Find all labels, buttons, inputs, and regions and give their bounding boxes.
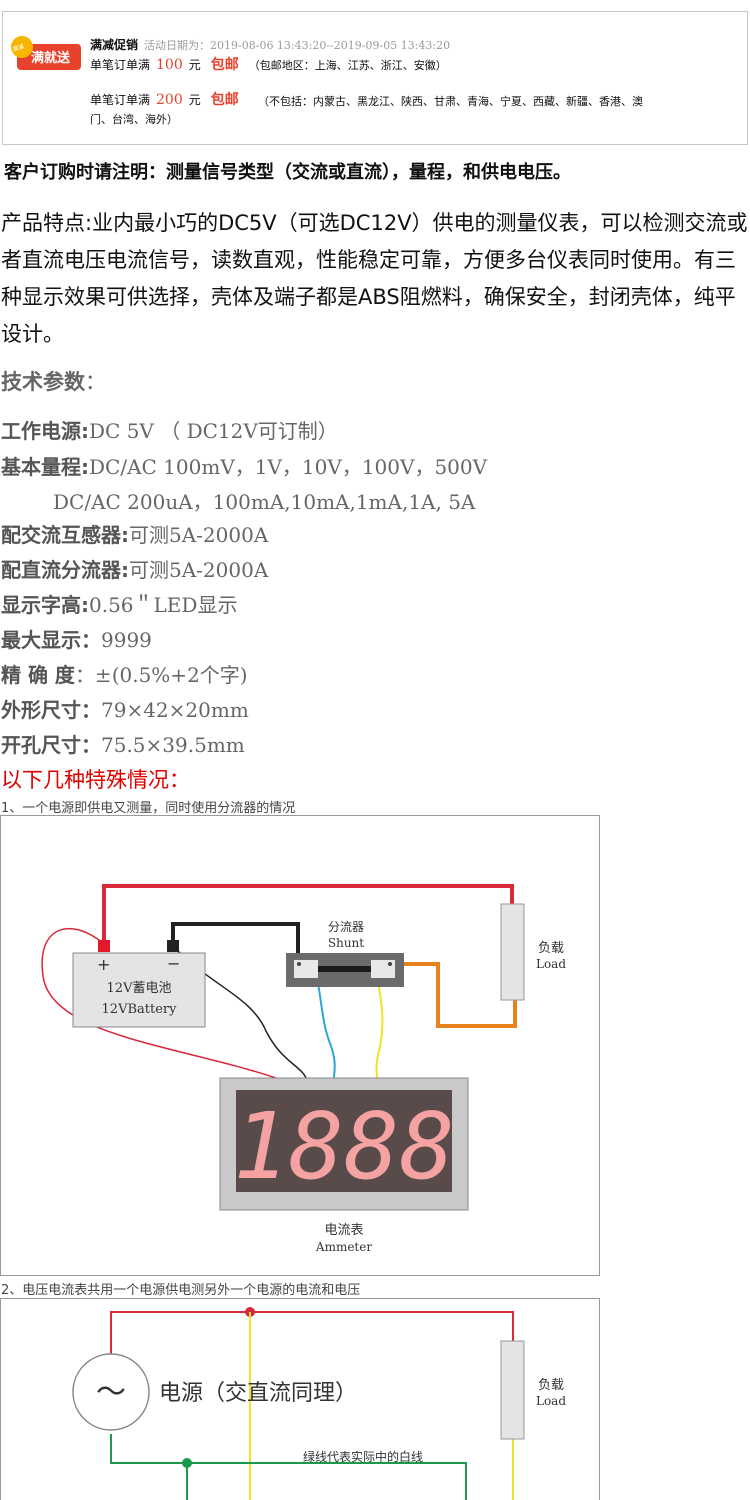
battery-body [72,952,206,1028]
load-label-cn: 负载 [538,1378,564,1393]
spec-key: 基本量程: [1,455,89,479]
spec-title-text: 技术参数 [1,370,85,394]
load-label-en: Load [536,957,566,971]
product-intro: 产品特点:业内最小巧的DC5V（可选DC12V）供电的测量仪表，可以检测交流或者… [1,211,748,346]
spec-row: 基本量程:DC/AC 100mV，1V，10V，100V，500V [1,451,487,480]
led-display: 1888 [233,1093,455,1200]
promo-row1-free-shipping: 包邮 [210,57,239,73]
spec-key: 最大显示： [1,628,101,652]
wiring-diagram-1: + − 12V蓄电池 12VBattery 分流器 Shunt 负载 Load … [41,884,566,1254]
power-source-label: 电源（交直流同理） [159,1381,357,1406]
spec-row: 显示字高:0.56＂LED显示 [1,589,237,618]
battery-label-cn: 12V蓄电池 [107,981,172,996]
spec-value: ：±(0.5%+2个字) [74,663,248,687]
load-block [500,1340,525,1440]
shunt-label-cn: 分流器 [328,920,364,934]
promo-row2-note: （不包括：内蒙古、黑龙江、陕西、甘肃、青海、宁夏、西藏、新疆、香港、澳 [258,95,643,108]
special-cases-title: 以下几种特殊情况： [1,768,190,792]
promo-row-2: 单笔订单满 200 元包邮 [90,89,249,109]
green-wire-note: 绿线代表实际中的白线 [303,1449,423,1464]
spec-key: 精 确 度 [1,663,75,687]
thin-red-wire [41,927,277,1079]
spec-value: DC/AC 100mV，1V，10V，100V，500V [89,455,488,479]
wiring-diagram-2: ～ 电源（交直流同理） 负载 Load 绿线代表实际中的白线 [72,1307,566,1500]
spec-value: 可测5A-2000A [129,523,269,547]
orange-wire [396,962,517,1028]
shunt-label-en: Shunt [328,936,364,950]
spec-value: 79×42×20mm [101,698,249,722]
promo-row2-free-shipping: 包邮 [210,92,239,108]
spec-row: 精 确 度：±(0.5%+2个字) [1,659,248,688]
spec-row: 最大显示：9999 [1,624,152,653]
load-label-cn: 负载 [538,941,564,956]
yellow-wire [374,967,384,1079]
battery-plus-sign: + [97,955,110,974]
promo-row2-unit: 元 [188,93,201,107]
load-block [500,903,525,1001]
promo-row2-note-cont: 门、台湾、海外） [90,113,178,126]
ammeter-label-cn: 电流表 [324,1223,363,1238]
ac-source-circle [72,1353,150,1431]
battery-label-en: 12VBattery [102,1002,178,1017]
promo-badge-text: 满就送 [31,51,71,66]
green-junction [182,1458,192,1468]
ac-wave-icon: ～ [96,1375,126,1410]
shunt-screw [388,962,392,966]
spec-key: 工作电源: [1,419,89,443]
spec-value: 75.5×39.5mm [101,733,245,757]
promo-row-1: 单笔订单满 100 元包邮 （包邮地区：上海、江苏、浙江、安徽） [90,54,447,74]
promo-row1-prefix: 单笔订单满 [90,58,151,72]
shunt-screw [297,962,301,966]
spec-key: 开孔尺寸： [1,733,101,757]
spec-value: 9999 [101,628,152,652]
order-notice: 客户订购时请注明：测量信号类型（交流或直流），量程，和供电电压。 [4,162,571,183]
diagram2-caption: 2、电压电流表共用一个电源供电测另外一个电源的电流和电压 [1,1283,361,1298]
spec-row: 外形尺寸：79×42×20mm [1,694,249,723]
spec-row: 配交流互感器:可测5A-2000A [1,519,268,548]
red-wire [102,884,514,944]
promo-row2-amount: 200 [156,92,183,108]
spec-row: 开孔尺寸：75.5×39.5mm [1,729,245,758]
green-wire [110,1434,467,1500]
promo-row2-prefix: 单笔订单满 [90,93,151,107]
promo-row1-unit: 元 [188,58,201,72]
promo-row1-note: （包邮地区：上海、江苏、浙江、安徽） [248,59,447,72]
spec-title: 技术参数： [1,366,106,396]
spec-key: 配直流分流器: [1,558,129,582]
promo-row1-amount: 100 [156,57,183,73]
promo-panel: 满就送 满减 满减促销活动日期为：2019-08-06 13:43:20--20… [2,11,748,145]
promo-title: 满减促销 [90,38,139,52]
promo-badge-icon: 满就送 满减 [7,32,81,74]
red-wire [110,1311,514,1354]
spec-row-indent: DC/AC 200uA，100mA,10mA,1mA,1A, 5A [53,490,476,514]
ammeter-screen [236,1090,452,1192]
spec-value: 0.56＂LED显示 [89,593,238,617]
spec-key: 配交流互感器: [1,523,129,547]
promo-date-range: 活动日期为：2019-08-06 13:43:20--2019-09-05 13… [144,39,451,52]
promo-title-line: 满减促销活动日期为：2019-08-06 13:43:20--2019-09-0… [90,36,450,53]
diagram-1-panel: + − 12V蓄电池 12VBattery 分流器 Shunt 负载 Load … [0,815,600,1276]
diagram1-caption: 1、一个电源即供电又测量，同时使用分流器的情况 [1,801,296,816]
spec-key: 外形尺寸： [1,698,101,722]
shunt-bar [318,966,371,972]
diagram-2-panel: ～ 电源（交直流同理） 负载 Load 绿线代表实际中的白线 [0,1298,600,1500]
spec-row: 工作电源:DC 5V （ DC12V可订制） [1,415,338,444]
spec-title-colon: ： [85,370,106,394]
spec-value: 可测5A-2000A [129,558,269,582]
black-wire [171,922,300,956]
spec-value: DC 5V （ DC12V可订制） [89,419,338,443]
spec-key: 显示字高: [1,593,89,617]
load-label-en: Load [536,1394,566,1408]
battery-minus-sign: − [167,954,180,973]
ammeter-label-en: Ammeter [315,1240,372,1254]
spec-row: 配直流分流器:可测5A-2000A [1,554,268,583]
battery-positive-terminal [98,940,110,952]
battery-negative-terminal [167,940,179,952]
